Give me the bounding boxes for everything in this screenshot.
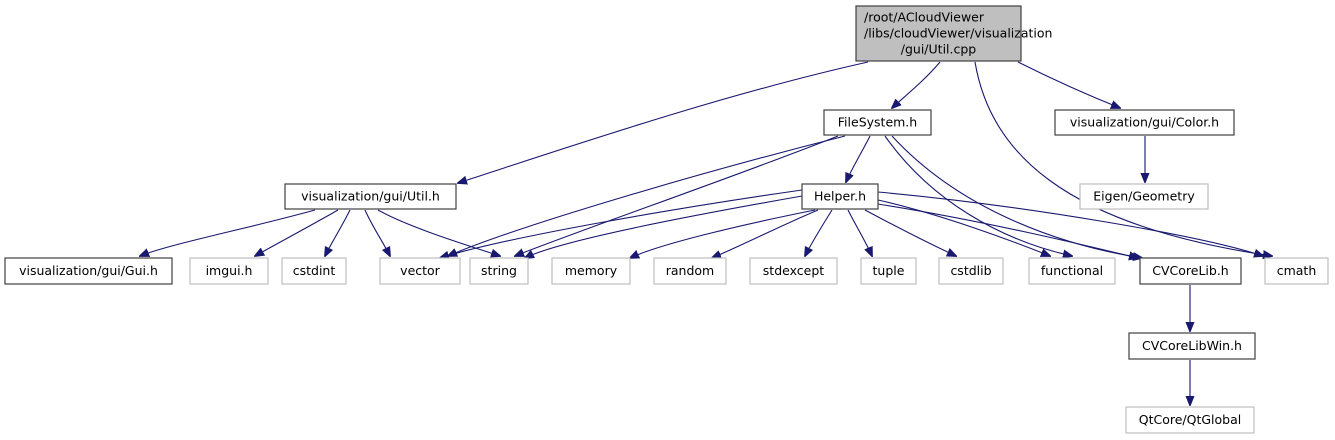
node-label: Eigen/Geometry	[1093, 189, 1195, 204]
node-qtglobal: QtCore/QtGlobal	[1125, 406, 1255, 434]
node-label: string	[481, 263, 517, 278]
edge-filesystem_h-to-cvcorelib_h	[891, 135, 1142, 258]
edge-root-to-filesystem_h	[892, 61, 941, 108]
node-box	[1264, 257, 1329, 285]
edge-filesystem_h-to-functional	[884, 135, 1072, 256]
edge-root-to-cmath	[974, 61, 1272, 256]
edge-helper_h-to-random	[712, 209, 819, 258]
edge-helper_h-to-tuple	[847, 209, 872, 256]
node-box	[801, 183, 879, 210]
node-box	[4, 257, 173, 285]
edge-filesystem_h-to-string	[515, 135, 839, 256]
node-box	[855, 5, 1022, 62]
edge-helper_h-to-cmath	[877, 191, 1263, 256]
edge-helper_h-to-stdexcept	[805, 209, 833, 256]
node-gui_h[interactable]: visualization/gui/Gui.h	[4, 257, 173, 285]
node-label: Helper.h	[814, 189, 866, 204]
node-eigen_geometry: Eigen/Geometry	[1079, 183, 1209, 210]
node-label: imgui.h	[206, 263, 253, 278]
node-box	[1128, 332, 1256, 360]
node-box	[379, 257, 461, 285]
node-stdexcept: stdexcept	[749, 257, 838, 285]
node-cmath: cmath	[1264, 257, 1329, 285]
edge-util_h-to-cstdint	[325, 209, 351, 256]
node-box	[938, 257, 1004, 285]
node-label: memory	[565, 263, 618, 278]
node-box	[860, 257, 917, 285]
node-helper_h[interactable]: Helper.h	[801, 183, 879, 210]
edge-root-to-util_h	[458, 61, 869, 183]
node-label: cmath	[1277, 263, 1317, 278]
edge-util_h-to-string	[377, 209, 500, 256]
edge-filesystem_h-to-helper_h	[846, 135, 871, 182]
node-box	[749, 257, 838, 285]
node-box	[1054, 109, 1235, 136]
node-label: CVCoreLib.h	[1152, 263, 1228, 278]
edge-util_h-to-imgui_h	[255, 209, 339, 256]
node-label: stdexcept	[763, 263, 824, 278]
node-functional: functional	[1028, 257, 1116, 285]
node-box	[823, 109, 932, 136]
node-box	[469, 257, 529, 285]
node-label: tuple	[873, 263, 905, 278]
node-label: visualization/gui/Util.h	[301, 189, 440, 204]
edge-root-to-color_h	[1017, 61, 1120, 108]
node-box	[1079, 183, 1209, 210]
node-cstdlib: cstdlib	[938, 257, 1004, 285]
node-box	[284, 183, 457, 210]
node-label: /root/ACloudViewer	[864, 10, 985, 25]
node-label: /libs/cloudViewer/visualization	[864, 26, 1052, 41]
node-box	[189, 257, 269, 285]
node-memory: memory	[551, 257, 631, 285]
edge-helper_h-to-functional	[877, 199, 1050, 256]
node-string: string	[469, 257, 529, 285]
node-label: vector	[400, 263, 441, 278]
node-label: /gui/Util.cpp	[901, 42, 977, 57]
node-box	[1028, 257, 1116, 285]
node-label: cstdlib	[950, 263, 991, 278]
node-imgui_h: imgui.h	[189, 257, 269, 285]
node-label: functional	[1041, 263, 1103, 278]
edge-helper_h-to-string	[525, 195, 803, 258]
node-cvcorelibwin_h[interactable]: CVCoreLibWin.h	[1128, 332, 1256, 360]
node-box	[551, 257, 631, 285]
edge-helper_h-to-cvcorelib_h	[877, 203, 1138, 258]
node-label: random	[666, 263, 714, 278]
node-box	[1125, 406, 1255, 434]
node-vector: vector	[379, 257, 461, 285]
node-label: visualization/gui/Gui.h	[19, 263, 158, 278]
node-cstdint: cstdint	[281, 257, 347, 285]
edge-helper_h-to-cstdlib	[864, 209, 956, 256]
node-label: QtCore/QtGlobal	[1139, 412, 1242, 427]
edge-filesystem_h-to-vector	[448, 135, 846, 256]
node-label: FileSystem.h	[838, 115, 917, 130]
node-color_h[interactable]: visualization/gui/Color.h	[1054, 109, 1235, 136]
node-box	[281, 257, 347, 285]
node-label: cstdint	[293, 263, 336, 278]
edge-helper_h-to-memory	[630, 209, 816, 258]
node-util_h[interactable]: visualization/gui/Util.h	[284, 183, 457, 210]
node-root[interactable]: /root/ACloudViewer/libs/cloudViewer/visu…	[855, 5, 1052, 62]
node-box	[1139, 257, 1242, 285]
node-label: CVCoreLibWin.h	[1142, 338, 1242, 353]
node-tuple: tuple	[860, 257, 917, 285]
edge-helper_h-to-vector	[440, 189, 803, 258]
node-box	[653, 257, 727, 285]
edge-util_h-to-vector	[364, 209, 390, 256]
node-label: visualization/gui/Color.h	[1070, 115, 1219, 130]
edge-util_h-to-gui_h	[140, 209, 316, 256]
node-filesystem_h[interactable]: FileSystem.h	[823, 109, 932, 136]
node-random: random	[653, 257, 727, 285]
node-cvcorelib_h[interactable]: CVCoreLib.h	[1139, 257, 1242, 285]
